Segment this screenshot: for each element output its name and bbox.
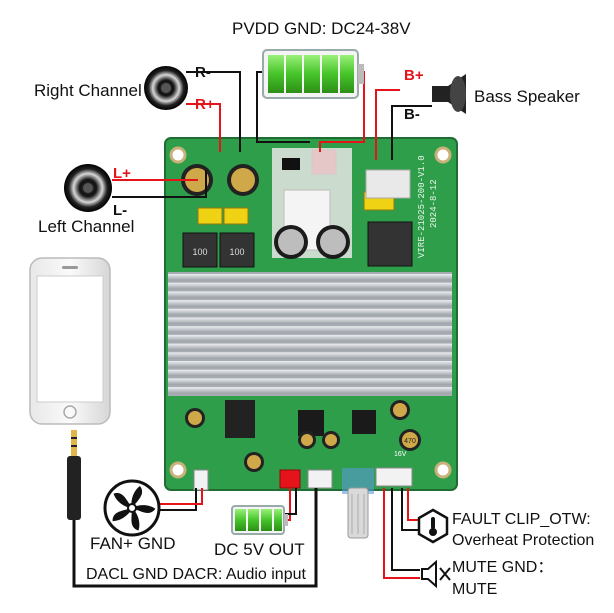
board-version: VIRE-21025-200-V1.0 bbox=[417, 155, 427, 258]
mute-label-line1: MUTE GND： bbox=[452, 559, 554, 576]
bass-speaker-icon bbox=[432, 74, 466, 114]
mount-hole bbox=[169, 146, 187, 164]
board-date: 2024-8-12 bbox=[429, 179, 439, 228]
right-speaker-icon bbox=[144, 66, 188, 110]
amplifier-board: 100 100 VIRE-21025-200-V1.0 2024-8-12 bbox=[164, 137, 458, 539]
bass-speaker-label: Bass Speaker bbox=[474, 87, 580, 106]
fan-icon bbox=[103, 479, 161, 537]
fault-label-line2: Overheat Protection bbox=[452, 532, 595, 549]
right-minus-label: R- bbox=[195, 64, 211, 81]
audio-jack-icon bbox=[67, 430, 81, 520]
fan-label: FAN+ GND bbox=[90, 534, 176, 553]
capacitor: 470 bbox=[399, 429, 421, 451]
right-channel-label: Right Channel bbox=[34, 81, 142, 100]
left-channel-label: Left Channel bbox=[38, 217, 135, 236]
heatsink-fin bbox=[168, 317, 452, 324]
heatsink-fin bbox=[168, 300, 452, 307]
mute-speaker-icon bbox=[421, 559, 451, 589]
thermometer-icon bbox=[417, 508, 449, 544]
power-label: PVDD GND: DC24-38V bbox=[232, 19, 411, 38]
capacitor bbox=[244, 452, 264, 472]
dc5v-label: DC 5V OUT bbox=[214, 540, 305, 559]
bass-minus-label: B- bbox=[404, 106, 420, 123]
heatsink bbox=[168, 272, 452, 396]
dc5v-header bbox=[279, 469, 301, 489]
audio-input-label: DACL GND DACR: Audio input bbox=[86, 566, 306, 583]
cap-voltage: 16V bbox=[394, 451, 407, 458]
inductor: 100 bbox=[219, 232, 255, 268]
smartphone-icon bbox=[29, 257, 111, 425]
control-header bbox=[375, 467, 413, 487]
heatsink-fin bbox=[168, 369, 452, 377]
right-plus-label: R+ bbox=[195, 96, 215, 113]
mount-hole bbox=[169, 461, 187, 479]
capacitor bbox=[322, 431, 340, 449]
capacitor bbox=[316, 225, 350, 259]
heatsink-fin bbox=[168, 326, 452, 333]
heatsink-fin bbox=[168, 274, 452, 281]
heatsink-fin bbox=[168, 291, 452, 298]
fan-header bbox=[193, 469, 209, 491]
heatsink-fin bbox=[168, 282, 452, 290]
heatsink-fin bbox=[168, 334, 452, 342]
mute-label-line2: MUTE bbox=[452, 581, 498, 598]
audio-header bbox=[307, 469, 333, 489]
capacitor bbox=[185, 408, 205, 428]
inductor bbox=[367, 221, 413, 267]
mount-hole bbox=[434, 146, 452, 164]
battery-icon bbox=[262, 49, 364, 99]
inductor: 100 bbox=[182, 232, 218, 268]
left-plus-label: L+ bbox=[113, 165, 131, 182]
left-minus-label: L- bbox=[113, 202, 128, 219]
volume-knob[interactable] bbox=[342, 468, 374, 539]
battery-small-icon bbox=[231, 505, 288, 535]
heatsink-fin bbox=[168, 308, 452, 316]
inductor-code: 100 bbox=[229, 247, 244, 257]
left-speaker-icon bbox=[64, 164, 112, 212]
heatsink-fin bbox=[168, 361, 452, 368]
inductor-code: 100 bbox=[192, 247, 207, 257]
bass-plus-label: B+ bbox=[404, 67, 424, 84]
heatsink-fin bbox=[168, 343, 452, 351]
heatsink-fin bbox=[168, 378, 452, 385]
mount-hole bbox=[434, 461, 452, 479]
capacitor bbox=[390, 400, 410, 420]
fault-label-line1: FAULT CLIP_OTW: bbox=[452, 511, 591, 528]
heatsink-fin bbox=[168, 387, 452, 394]
heatsink-fin bbox=[168, 352, 452, 359]
capacitor bbox=[298, 431, 316, 449]
capacitor bbox=[227, 164, 259, 196]
capacitor bbox=[274, 225, 308, 259]
cap-code: 470 bbox=[404, 438, 416, 445]
